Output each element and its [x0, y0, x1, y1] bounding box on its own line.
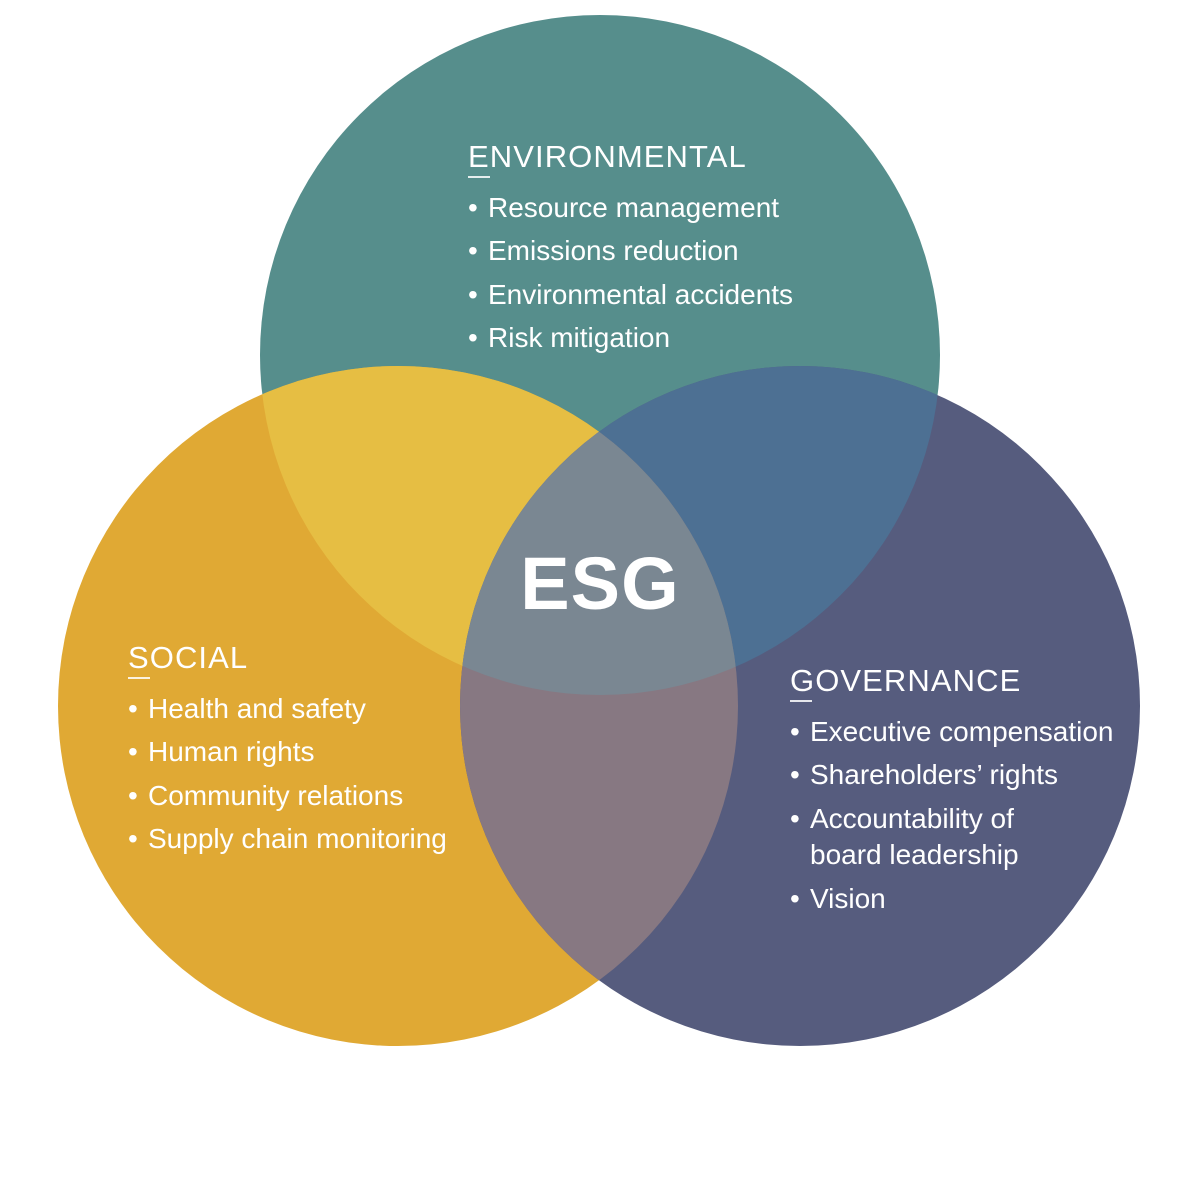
overlap-all-three [460, 366, 738, 695]
